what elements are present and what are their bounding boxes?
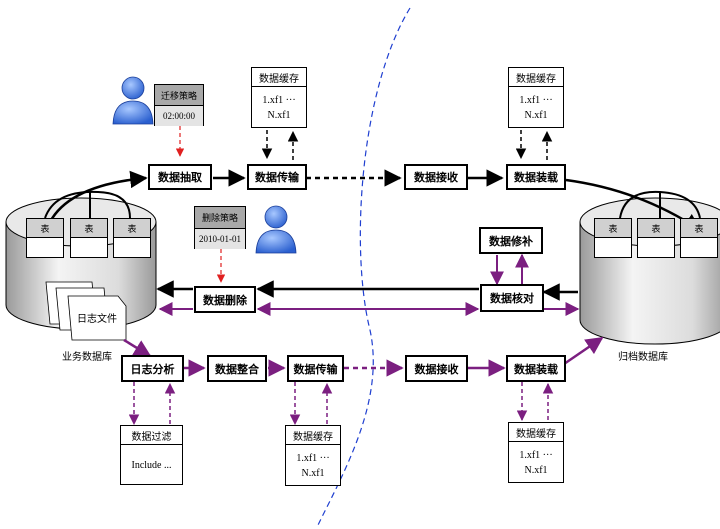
data-load-box: 数据装载	[506, 164, 566, 190]
db-table: 表	[594, 218, 632, 258]
data-cache-line: N.xf1	[524, 110, 548, 121]
user-icon	[255, 205, 297, 254]
business-db-label: 业务数据库	[62, 352, 112, 363]
data-load-box: 数据装载	[506, 355, 566, 382]
arrow-log-to-analysis	[123, 338, 152, 358]
data-cache: 数据缓存 1.xf1 ··· N.xf1	[508, 67, 564, 128]
data-cache-line: 1.xf1 ···	[519, 450, 553, 461]
data-cache: 数据缓存 1.xf1 ··· N.xf1	[285, 425, 341, 486]
dashed-divider	[317, 7, 411, 526]
data-delete-box: 数据删除	[194, 286, 256, 313]
table-header: 表	[681, 219, 717, 238]
table-header: 表	[27, 219, 63, 238]
data-cache-title: 数据缓存	[509, 68, 563, 87]
db-table: 表	[637, 218, 675, 258]
data-receive-box: 数据接收	[405, 355, 468, 382]
data-cache-line: N.xf1	[301, 468, 325, 479]
log-analysis-box: 日志分析	[121, 355, 184, 382]
data-cache: 数据缓存 1.xf1 ··· N.xf1	[508, 422, 564, 483]
data-cache-line: 1.xf1 ···	[296, 453, 330, 464]
data-filter-title: 数据过滤	[121, 426, 182, 445]
arrow-table-link	[44, 190, 131, 219]
table-header: 表	[595, 219, 631, 238]
delete-policy-value: 2010-01-01	[195, 228, 245, 249]
data-cache-title: 数据缓存	[252, 68, 306, 87]
table-header: 表	[638, 219, 674, 238]
delete-policy: 删除策略 2010-01-01	[194, 206, 246, 249]
data-cache: 数据缓存 1.xf1 ··· N.xf1	[251, 67, 307, 128]
data-cache-line: N.xf1	[524, 465, 548, 476]
db-table: 表	[26, 218, 64, 258]
data-cache-title: 数据缓存	[509, 423, 563, 442]
log-file-label: 日志文件	[77, 314, 117, 325]
migration-policy: 迁移策略 02:00:00	[154, 84, 204, 126]
data-cache-line: 1.xf1 ···	[262, 95, 296, 106]
data-transfer-box: 数据传输	[247, 164, 307, 190]
data-extract-box: 数据抽取	[148, 164, 212, 190]
user-icon	[112, 76, 154, 125]
data-filter-body: Include ...	[131, 459, 172, 471]
table-header: 表	[114, 219, 150, 238]
arrow-load-to-archive	[563, 336, 604, 366]
data-filter: 数据过滤 Include ...	[120, 425, 183, 485]
data-integrate-box: 数据整合	[207, 355, 267, 382]
migration-policy-value: 02:00:00	[155, 106, 203, 126]
delete-policy-title: 删除策略	[195, 207, 245, 229]
db-table: 表	[113, 218, 151, 258]
archive-db-label: 归档数据库	[618, 352, 668, 363]
data-cache-line: N.xf1	[267, 110, 291, 121]
data-cache-title: 数据缓存	[286, 426, 340, 445]
data-check-box: 数据核对	[480, 284, 544, 312]
db-table: 表	[680, 218, 718, 258]
db-table: 表	[70, 218, 108, 258]
data-repair-box: 数据修补	[479, 227, 543, 254]
log-file-icon	[45, 281, 127, 341]
migration-policy-title: 迁移策略	[155, 85, 203, 106]
data-cache-line: 1.xf1 ···	[519, 95, 553, 106]
data-receive-box: 数据接收	[404, 164, 468, 190]
data-transfer-box: 数据传输	[287, 355, 344, 382]
table-header: 表	[71, 219, 107, 238]
